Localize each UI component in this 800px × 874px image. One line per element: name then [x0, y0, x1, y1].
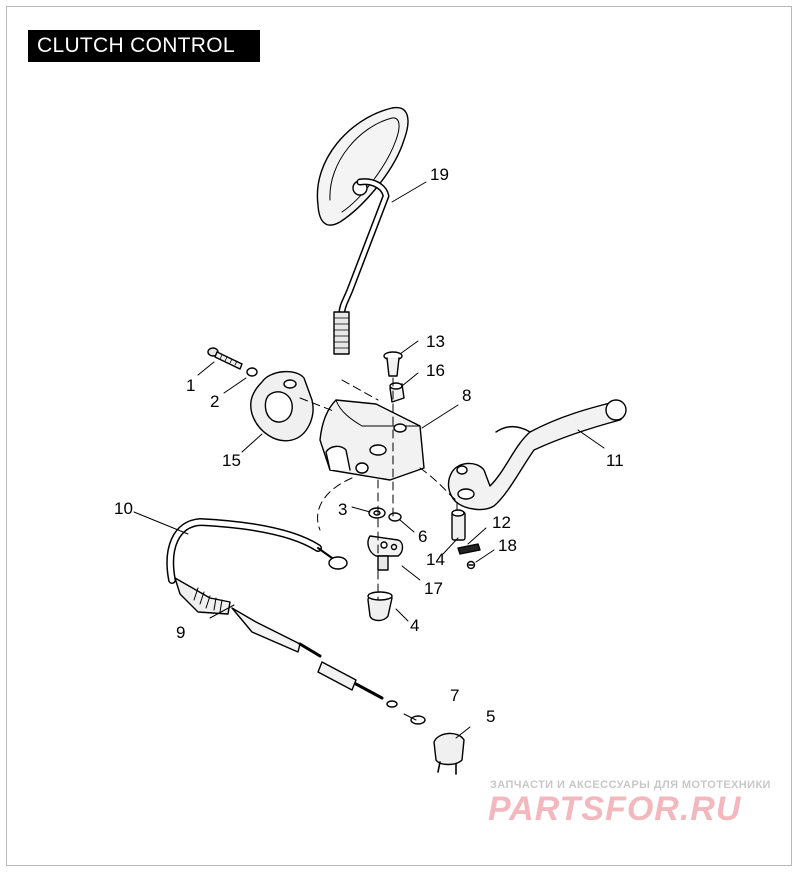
watermark-tagline: ЗАПЧАСТИ И АКСЕССУАРЫ ДЛЯ МОТОТЕХНИКИ — [490, 779, 771, 791]
clutch-lever-part — [447, 399, 627, 511]
callout-12: 12 — [492, 513, 511, 532]
callout-2: 2 — [210, 392, 219, 411]
callout-9: 9 — [176, 623, 185, 642]
watermark-brand[interactable]: PARTSFOR.RU — [488, 790, 742, 828]
callout-11: 11 — [606, 451, 624, 470]
spacer-washer-hole — [373, 510, 381, 516]
screw-part — [207, 347, 243, 370]
callout-8: 8 — [462, 386, 471, 405]
callout-3: 3 — [338, 500, 347, 519]
pivot-pin-part — [383, 351, 403, 377]
interlock-switch-part — [457, 543, 481, 555]
callout-15: 15 — [222, 451, 241, 470]
callout-labels: 1 2 3 4 5 6 7 8 9 10 11 12 13 14 15 16 1… — [114, 165, 624, 726]
callout-5: 5 — [486, 707, 495, 726]
small-screw-part — [466, 560, 476, 570]
diagram-frame — [6, 6, 792, 866]
cable-washer-part — [410, 715, 426, 725]
switch-boot-part — [433, 732, 465, 775]
clamp-part — [250, 371, 314, 442]
spacer-washer-part — [368, 507, 386, 519]
diagram-title: CLUTCH CONTROL — [28, 30, 260, 62]
leader-lines — [133, 181, 605, 739]
callout-19: 19 — [430, 165, 449, 184]
callout-17: 17 — [424, 579, 443, 598]
mirror-part — [316, 106, 409, 355]
callout-14: 14 — [426, 550, 445, 569]
callout-16: 16 — [426, 361, 445, 380]
adjuster-cap-part — [367, 591, 393, 622]
assembly-guide-lines — [299, 377, 458, 601]
washer-part — [246, 367, 258, 377]
callout-10: 10 — [114, 499, 133, 518]
clutch-cable-part — [166, 518, 398, 708]
callout-13: 13 — [426, 332, 445, 351]
callout-4: 4 — [410, 616, 419, 635]
callout-1: 1 — [186, 376, 195, 395]
ferrule-part — [451, 509, 466, 541]
retaining-ring-part — [388, 512, 402, 522]
callout-6: 6 — [418, 527, 427, 546]
lever-bracket-part — [319, 399, 425, 481]
callout-7: 7 — [450, 686, 459, 705]
callout-18: 18 — [498, 536, 517, 555]
link-plate-part — [367, 535, 404, 571]
